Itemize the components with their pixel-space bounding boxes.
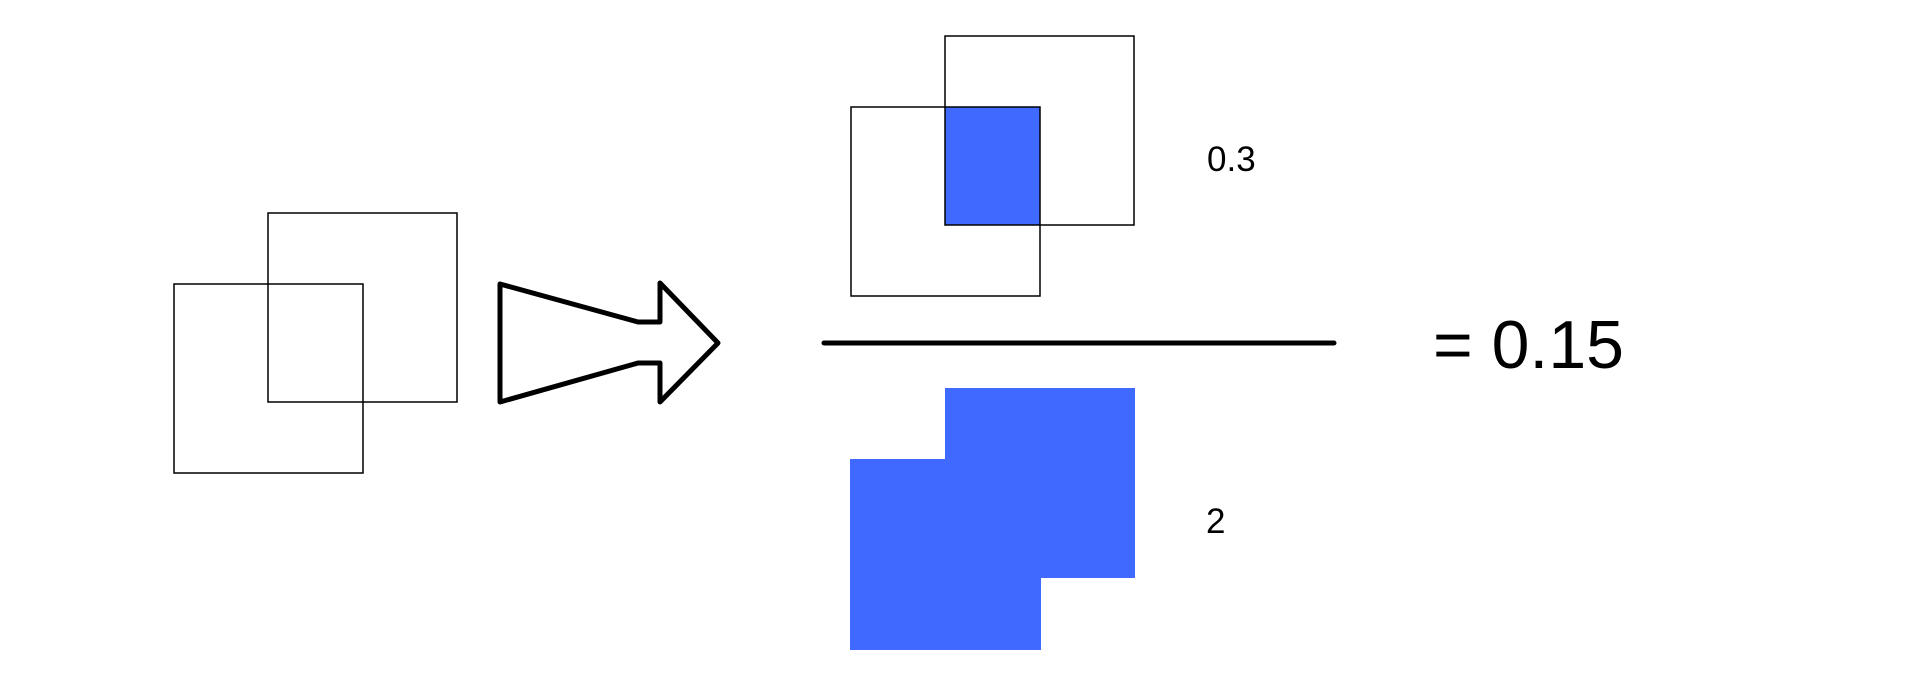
- union-fill: [850, 388, 1135, 650]
- overlapping-boxes: [173, 212, 458, 474]
- result-label: = 0.15: [1433, 307, 1624, 383]
- arrow-icon: [497, 280, 721, 405]
- box-b-outline: [267, 212, 458, 403]
- intersection-figure: [850, 35, 1135, 297]
- box-b-outline: [944, 35, 1135, 226]
- intersection-fill: [945, 107, 1040, 225]
- numerator-label: 0.3: [1207, 140, 1256, 179]
- denominator-label: 2: [1206, 502, 1225, 541]
